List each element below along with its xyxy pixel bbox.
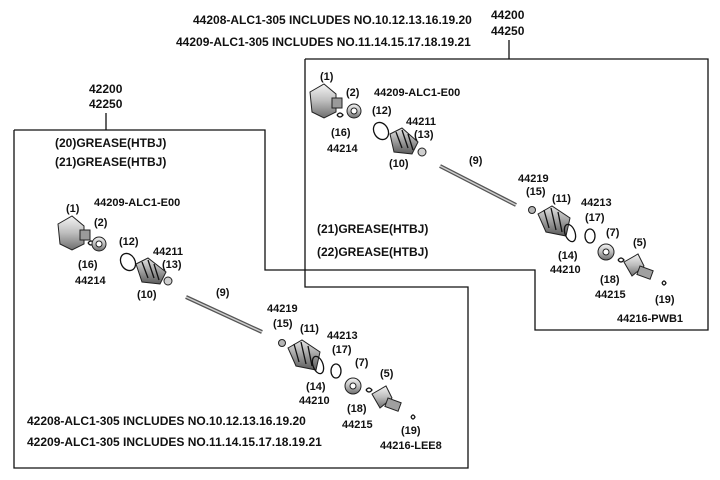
left-band-12-icon	[119, 252, 137, 272]
right-shaft-9-icon	[439, 164, 517, 207]
right-label-44210: 44210	[550, 264, 581, 276]
left-label-17: (17)	[332, 344, 352, 356]
left-bottom-note-1: 42208-ALC1-305 INCLUDES NO.10.12.13.16.1…	[27, 414, 306, 428]
right-label-5: (5)	[633, 237, 647, 249]
left-label-44219: 44219	[267, 303, 298, 315]
left-label-15: (15)	[273, 318, 293, 330]
left-inner-joint-5-icon	[371, 385, 402, 412]
left-label-44211: 44211	[153, 246, 183, 258]
right-band-14-icon	[563, 223, 577, 243]
right-label-14: (14)	[558, 250, 578, 262]
right-band-12-icon	[372, 121, 390, 141]
right-label-44216: 44216-PWB1	[617, 313, 683, 325]
left-inner-boot-11-icon	[287, 339, 321, 371]
right-inner-boot-11-icon	[537, 205, 571, 237]
left-shaft-9-icon	[185, 295, 263, 334]
right-label-1: (1)	[320, 71, 334, 83]
right-label-44213: 44213	[581, 197, 612, 209]
right-label-7: (7)	[606, 227, 620, 239]
right-ring-17-icon	[584, 228, 596, 244]
right-clip-18-icon	[617, 257, 625, 263]
left-clip-18-icon	[365, 387, 373, 393]
right-label-44209: 44209-ALC1-E00	[374, 87, 460, 99]
right-label-44215: 44215	[595, 289, 626, 301]
left-label-44210: 44210	[299, 395, 330, 407]
left-label-2: (2)	[94, 217, 108, 229]
right-cv-joint-outer-1-icon	[309, 83, 343, 119]
right-label-13: (13)	[414, 129, 434, 141]
left-label-18: (18)	[347, 403, 367, 415]
left-label-10: (10)	[137, 289, 157, 301]
right-band-13-icon	[417, 147, 427, 157]
left-boot-10-icon	[135, 257, 167, 285]
left-tripod-7-icon	[344, 377, 362, 395]
right-label-11: (11)	[552, 193, 571, 205]
right-tripod-7-icon	[597, 243, 615, 261]
top-note-line-2: 44209-ALC1-305 INCLUDES NO.11.14.15.17.1…	[176, 35, 471, 49]
right-clip-16-icon	[336, 112, 344, 118]
left-band-13-icon	[163, 276, 173, 286]
right-boot-10-icon	[389, 127, 419, 155]
left-label-19: (19)	[401, 425, 421, 437]
right-grease-label-1: (21)GREASE(HTBJ)	[317, 222, 428, 236]
left-bottom-note-2: 42209-ALC1-305 INCLUDES NO.11.14.15.17.1…	[27, 435, 322, 449]
right-label-9: (9)	[469, 155, 483, 167]
right-inner-joint-5-icon	[623, 253, 654, 280]
left-parts	[57, 215, 416, 420]
left-part-number-2: 42250	[89, 97, 123, 111]
right-parts	[309, 83, 667, 286]
right-label-16: (16)	[331, 127, 351, 139]
left-label-5: (5)	[380, 368, 394, 380]
left-label-9: (9)	[216, 287, 230, 299]
top-note-line-1: 44208-ALC1-305 INCLUDES NO.10.12.13.16.1…	[193, 13, 472, 27]
left-assembly-frame	[13, 113, 469, 469]
right-grease-label-2: (22)GREASE(HTBJ)	[317, 245, 428, 259]
left-cv-joint-outer-1-icon	[57, 215, 91, 251]
left-cage-2-icon	[91, 236, 107, 252]
right-label-44219: 44219	[518, 173, 549, 185]
right-part-number-1: 44200	[491, 8, 525, 22]
left-band-14-icon	[311, 355, 325, 375]
right-part-number-2: 44250	[491, 24, 525, 38]
left-label-44216: 44216-LEE8	[380, 440, 442, 452]
right-clip-15-icon	[528, 206, 536, 214]
left-part-number-1: 42200	[89, 82, 123, 96]
left-label-44213: 44213	[327, 330, 358, 342]
left-label-44215: 44215	[342, 419, 373, 431]
left-label-14: (14)	[306, 381, 326, 393]
right-label-10: (10)	[389, 158, 409, 170]
right-cage-2-icon	[346, 103, 362, 119]
left-grease-label-1: (20)GREASE(HTBJ)	[55, 136, 166, 150]
left-label-44214: 44214	[75, 275, 106, 287]
right-label-19: (19)	[655, 294, 675, 306]
left-label-11: (11)	[300, 323, 319, 335]
left-clip-15-icon	[278, 339, 286, 347]
right-label-12: (12)	[372, 105, 392, 117]
right-label-2: (2)	[346, 87, 360, 99]
right-label-44214: 44214	[327, 143, 358, 155]
right-label-18: (18)	[600, 274, 620, 286]
right-clip-19-icon	[661, 280, 667, 286]
left-label-13: (13)	[162, 259, 182, 271]
right-label-15: (15)	[526, 186, 546, 198]
left-label-16: (16)	[78, 259, 98, 271]
left-label-12: (12)	[119, 236, 139, 248]
left-clip-19-icon	[410, 414, 416, 420]
left-ring-17-icon	[330, 363, 342, 379]
right-label-44211: 44211	[406, 116, 436, 128]
left-label-7: (7)	[355, 357, 369, 369]
left-label-1: (1)	[66, 203, 80, 215]
right-label-17: (17)	[585, 212, 605, 224]
left-grease-label-2: (21)GREASE(HTBJ)	[55, 155, 166, 169]
left-label-44209: 44209-ALC1-E00	[94, 197, 180, 209]
